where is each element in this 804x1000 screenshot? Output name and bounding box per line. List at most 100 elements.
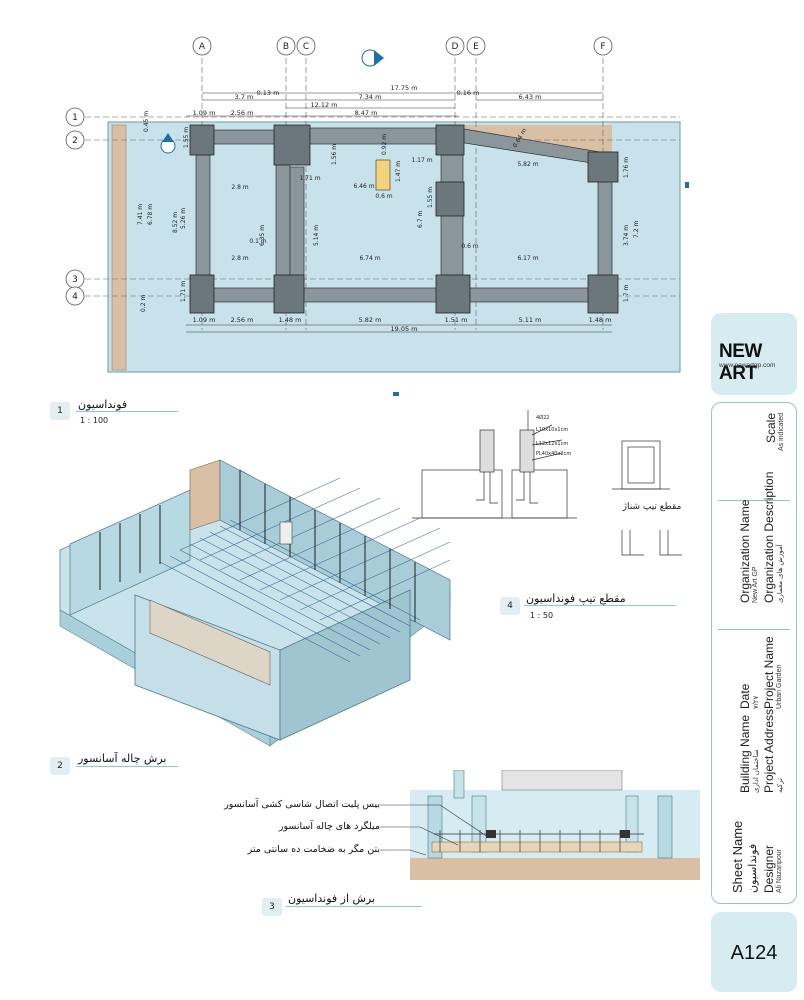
view-rule-1 [76, 411, 178, 412]
foundation-plan: A B C D E F 1 2 3 4 17.75 m 0.13 m 0.16 … [65, 36, 689, 396]
row-label-3: 3 [72, 275, 78, 285]
dim-bottom-5: 1.51 m [445, 316, 468, 324]
dim-int-9: 1.56 m [331, 144, 338, 165]
dim-int-13: 1.55 m [427, 187, 434, 208]
dim-int-6: 6.74 m [359, 255, 380, 262]
dim-int-7: 6.46 m [353, 183, 374, 190]
view-title-4: مقطع تیپ فونداسیون [526, 592, 626, 605]
dim-right-0: 1.76 m [623, 157, 630, 178]
logo: NEW ART [719, 341, 762, 384]
dim-right-3: 1.7 m [623, 285, 630, 302]
scale-label: Scale [764, 412, 778, 443]
project-address-value: ترکیه [777, 777, 784, 793]
view-rule-4 [524, 605, 676, 606]
view-title-1: فونداسیون [78, 398, 128, 411]
section-leaders [380, 804, 489, 856]
project-name-label: Project Name [762, 636, 776, 709]
dim-left-7: 1.71 m [180, 281, 187, 302]
elevator-pit-iso [59, 459, 451, 747]
dim-left-3: 8.52 m [172, 212, 179, 233]
detail-label-3: PL40x40x2cm [536, 451, 571, 457]
row-label-4: 4 [72, 292, 78, 302]
section-marker-icon [160, 49, 384, 154]
date-value: ۷/۲۷ [753, 695, 760, 709]
designer-label: Designer [762, 844, 776, 893]
detail-section-caption: مقطع تیپ شناژ [622, 502, 682, 512]
building-name-value: ساختمان اداری [753, 749, 760, 793]
grid-label-c: C [303, 42, 309, 52]
dim-left-4: 5.26 m [180, 208, 187, 229]
section-note-rebar: میلگرد های چاله آسانسور [278, 821, 380, 832]
row-label-2: 2 [72, 136, 78, 146]
view-rule-3 [286, 906, 422, 907]
dim-int-15: 0.6 m [461, 243, 478, 250]
logo-url: www.newartgp.com [719, 362, 776, 369]
dim-int-1: 2.8 m [231, 255, 248, 262]
dim-int-5: 5.14 m [313, 225, 320, 246]
view-title-2: برش چاله آسانسور [78, 752, 167, 765]
title-block-info: Scale As indicated Organization Name New… [711, 402, 797, 904]
dim-int-0: 2.8 m [231, 184, 248, 191]
view-number-1: 1 [50, 402, 70, 420]
dim-int-8: 0.92 m [381, 134, 388, 155]
dim-bottom-7: 1.48 m [589, 316, 612, 324]
dim-bottom-2: 2.56 m [231, 316, 254, 324]
title-block-divider [718, 500, 790, 501]
dim-ab: 0.13 m [257, 89, 280, 97]
dim-int-3: 0.1 m [249, 238, 266, 245]
org-name-value: New Art GP [752, 566, 759, 603]
view-number-3: 3 [262, 898, 282, 916]
dim-bottom-6: 5.11 m [519, 316, 542, 324]
dim-bottom-overall: 19.05 m [390, 325, 417, 333]
dim-b-d: 7.34 m [359, 93, 382, 101]
view-scale-4: 1 : 50 [530, 611, 554, 620]
row-label-1: 1 [72, 113, 78, 123]
building-name-label: Building Name [738, 714, 752, 793]
logo-panel: NEW ART www.newartgp.com [711, 313, 797, 395]
grid-label-f: F [600, 42, 605, 52]
dim-int-14: 6.7 m [417, 211, 424, 228]
designer-value: Ali Nazaripour [776, 849, 783, 893]
dim-de: 0.16 m [457, 89, 480, 97]
section-note-lean-concrete: بتن مگر به ضخامت ده سانتی متر [247, 844, 380, 855]
sheet-number-panel: A124 [711, 912, 797, 992]
project-name-value: Urban Garden [776, 664, 783, 709]
org-name-label: Organization Name [738, 499, 752, 603]
dim-int-10: 1.47 m [395, 161, 402, 182]
view-number-2: 2 [50, 757, 70, 775]
project-address-label: Project Address [762, 708, 776, 793]
dim-bottom-1: 1.09 m [193, 316, 216, 324]
org-desc-value: آموزش های معماری [777, 544, 784, 603]
dim-inner-top-3: 8.47 m [355, 109, 378, 117]
view-title-3: برش از فونداسیون [288, 892, 376, 905]
grid-label-e: E [473, 42, 479, 52]
dim-inner-top-1: 1.09 m [193, 109, 216, 117]
detail-label-1: L10x10x1cm [536, 427, 568, 433]
detail-label-2: L12x12x1cm [536, 441, 568, 447]
sheet-number: A124 [730, 942, 778, 964]
grid-label-d: D [452, 42, 459, 52]
footing-detail: 4Ø22 L10x10x1cm L12x12x1cm PL40x40x2cm م… [412, 410, 682, 556]
grid-label-b: B [283, 42, 289, 52]
dim-right-2: 7.2 m [633, 221, 640, 238]
dim-e-f: 6.43 m [519, 93, 542, 101]
dim-left-6: 1.55 m [183, 127, 190, 148]
dim-int-4: 1.71 m [299, 175, 320, 182]
dim-int-2: 6.35 m [259, 225, 266, 246]
dim-left-5: 0.2 m [140, 295, 147, 312]
view-number-4: 4 [500, 597, 520, 615]
dim-inner-top-2: 2.56 m [231, 109, 254, 117]
title-block-divider [718, 629, 790, 630]
foundation-section [410, 770, 700, 880]
detail-label-0: 4Ø22 [536, 414, 549, 421]
section-note-baseplate: بیس پلیت اتصال شاسی کشی آسانسور [224, 799, 380, 810]
sheet-name-value: فونداسیون [747, 843, 759, 893]
dim-left-0: 0.45 m [143, 111, 150, 132]
scale-value: As indicated [778, 412, 785, 451]
dim-int-17: 5.82 m [517, 161, 538, 168]
dim-b-d2: 12.12 m [310, 101, 337, 109]
dim-int-12: 1.17 m [411, 157, 432, 164]
grid-label-a: A [199, 42, 206, 52]
dim-bottom-3: 1.48 m [279, 316, 302, 324]
dim-a-b: 3.7 m [235, 93, 254, 101]
